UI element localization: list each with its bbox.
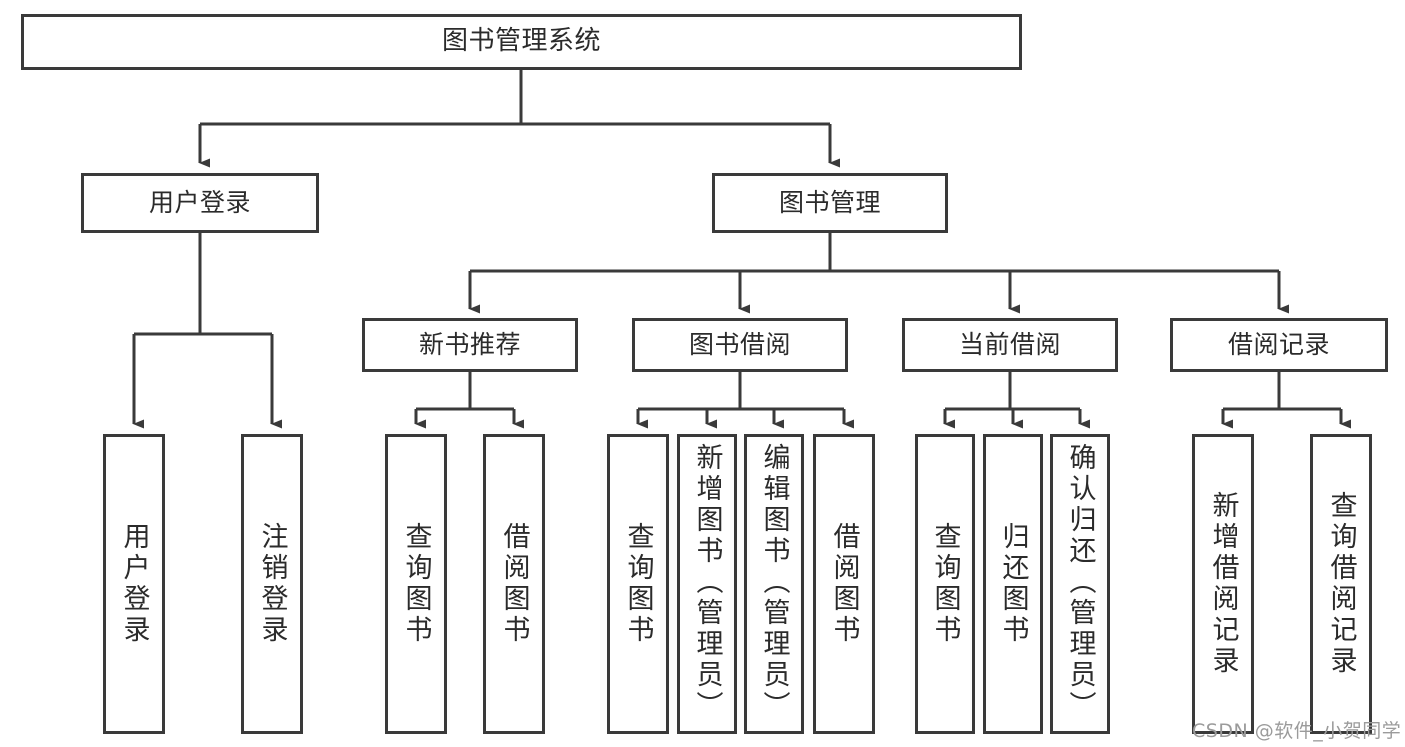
node-book-borrowing[interactable]: 图书借阅 xyxy=(632,318,848,372)
node-label: 查询图书 xyxy=(400,522,432,646)
node-label: 查询借阅记录 xyxy=(1325,491,1357,677)
node-label: 注销登录 xyxy=(256,522,288,646)
node-label: 借阅图书 xyxy=(828,522,860,646)
node-new-book-recommendation[interactable]: 新书推荐 xyxy=(362,318,578,372)
node-label: 查询图书 xyxy=(622,522,654,646)
node-label: 用户登录 xyxy=(148,187,251,217)
node-leaf-borrow-books-recommend[interactable]: 借阅图书 xyxy=(483,434,545,734)
node-label: 图书管理系统 xyxy=(441,26,601,57)
node-label: 借阅图书 xyxy=(498,522,530,646)
csdn-watermark: CSDN @软件_小贺同学 xyxy=(1192,716,1401,743)
node-label: 用户登录 xyxy=(118,522,150,646)
node-label: 编辑图书（管理员） xyxy=(758,443,790,722)
node-leaf-return-books[interactable]: 归还图书 xyxy=(983,434,1043,734)
node-user-login[interactable]: 用户登录 xyxy=(81,173,319,233)
edges-user-login-to-leaves xyxy=(132,233,282,429)
node-leaf-borrow-books[interactable]: 借阅图书 xyxy=(813,434,875,734)
node-leaf-user-login[interactable]: 用户登录 xyxy=(103,434,165,734)
node-label: 图书管理 xyxy=(778,187,881,217)
edges-book-manage-to-level3 xyxy=(468,233,1289,314)
node-borrowing-record[interactable]: 借阅记录 xyxy=(1170,318,1388,372)
edges-borrow-record-to-leaves xyxy=(1221,372,1351,429)
node-label: 新增图书（管理员） xyxy=(691,443,723,722)
node-leaf-confirm-return-admin[interactable]: 确认归还（管理员） xyxy=(1050,434,1110,734)
node-label: 当前借阅 xyxy=(958,329,1061,359)
node-root-book-management-system[interactable]: 图书管理系统 xyxy=(21,14,1022,70)
edges-root-to-level2 xyxy=(198,70,840,168)
node-label: 新增借阅记录 xyxy=(1207,491,1239,677)
watermark-text: CSDN @软件_小贺同学 xyxy=(1192,720,1402,742)
node-leaf-logout[interactable]: 注销登录 xyxy=(241,434,303,734)
node-leaf-query-books-recommend[interactable]: 查询图书 xyxy=(385,434,447,734)
node-leaf-edit-book-admin[interactable]: 编辑图书（管理员） xyxy=(744,434,804,734)
node-leaf-query-books-current[interactable]: 查询图书 xyxy=(915,434,975,734)
node-leaf-query-books-borrow[interactable]: 查询图书 xyxy=(607,434,669,734)
node-label: 查询图书 xyxy=(929,522,961,646)
node-leaf-add-borrow-record[interactable]: 新增借阅记录 xyxy=(1192,434,1254,734)
node-current-borrowing[interactable]: 当前借阅 xyxy=(902,318,1118,372)
node-leaf-query-borrow-record[interactable]: 查询借阅记录 xyxy=(1310,434,1372,734)
edges-new-book-to-leaves xyxy=(414,372,524,429)
node-label: 新书推荐 xyxy=(418,329,521,359)
edges-current-borrow-to-leaves xyxy=(943,372,1090,429)
node-label: 归还图书 xyxy=(997,522,1029,646)
node-label: 图书借阅 xyxy=(688,329,791,359)
edges-book-borrow-to-leaves xyxy=(636,372,854,429)
node-leaf-add-book-admin[interactable]: 新增图书（管理员） xyxy=(677,434,737,734)
node-label: 借阅记录 xyxy=(1227,329,1330,359)
node-book-management[interactable]: 图书管理 xyxy=(712,173,948,233)
node-label: 确认归还（管理员） xyxy=(1064,443,1096,722)
